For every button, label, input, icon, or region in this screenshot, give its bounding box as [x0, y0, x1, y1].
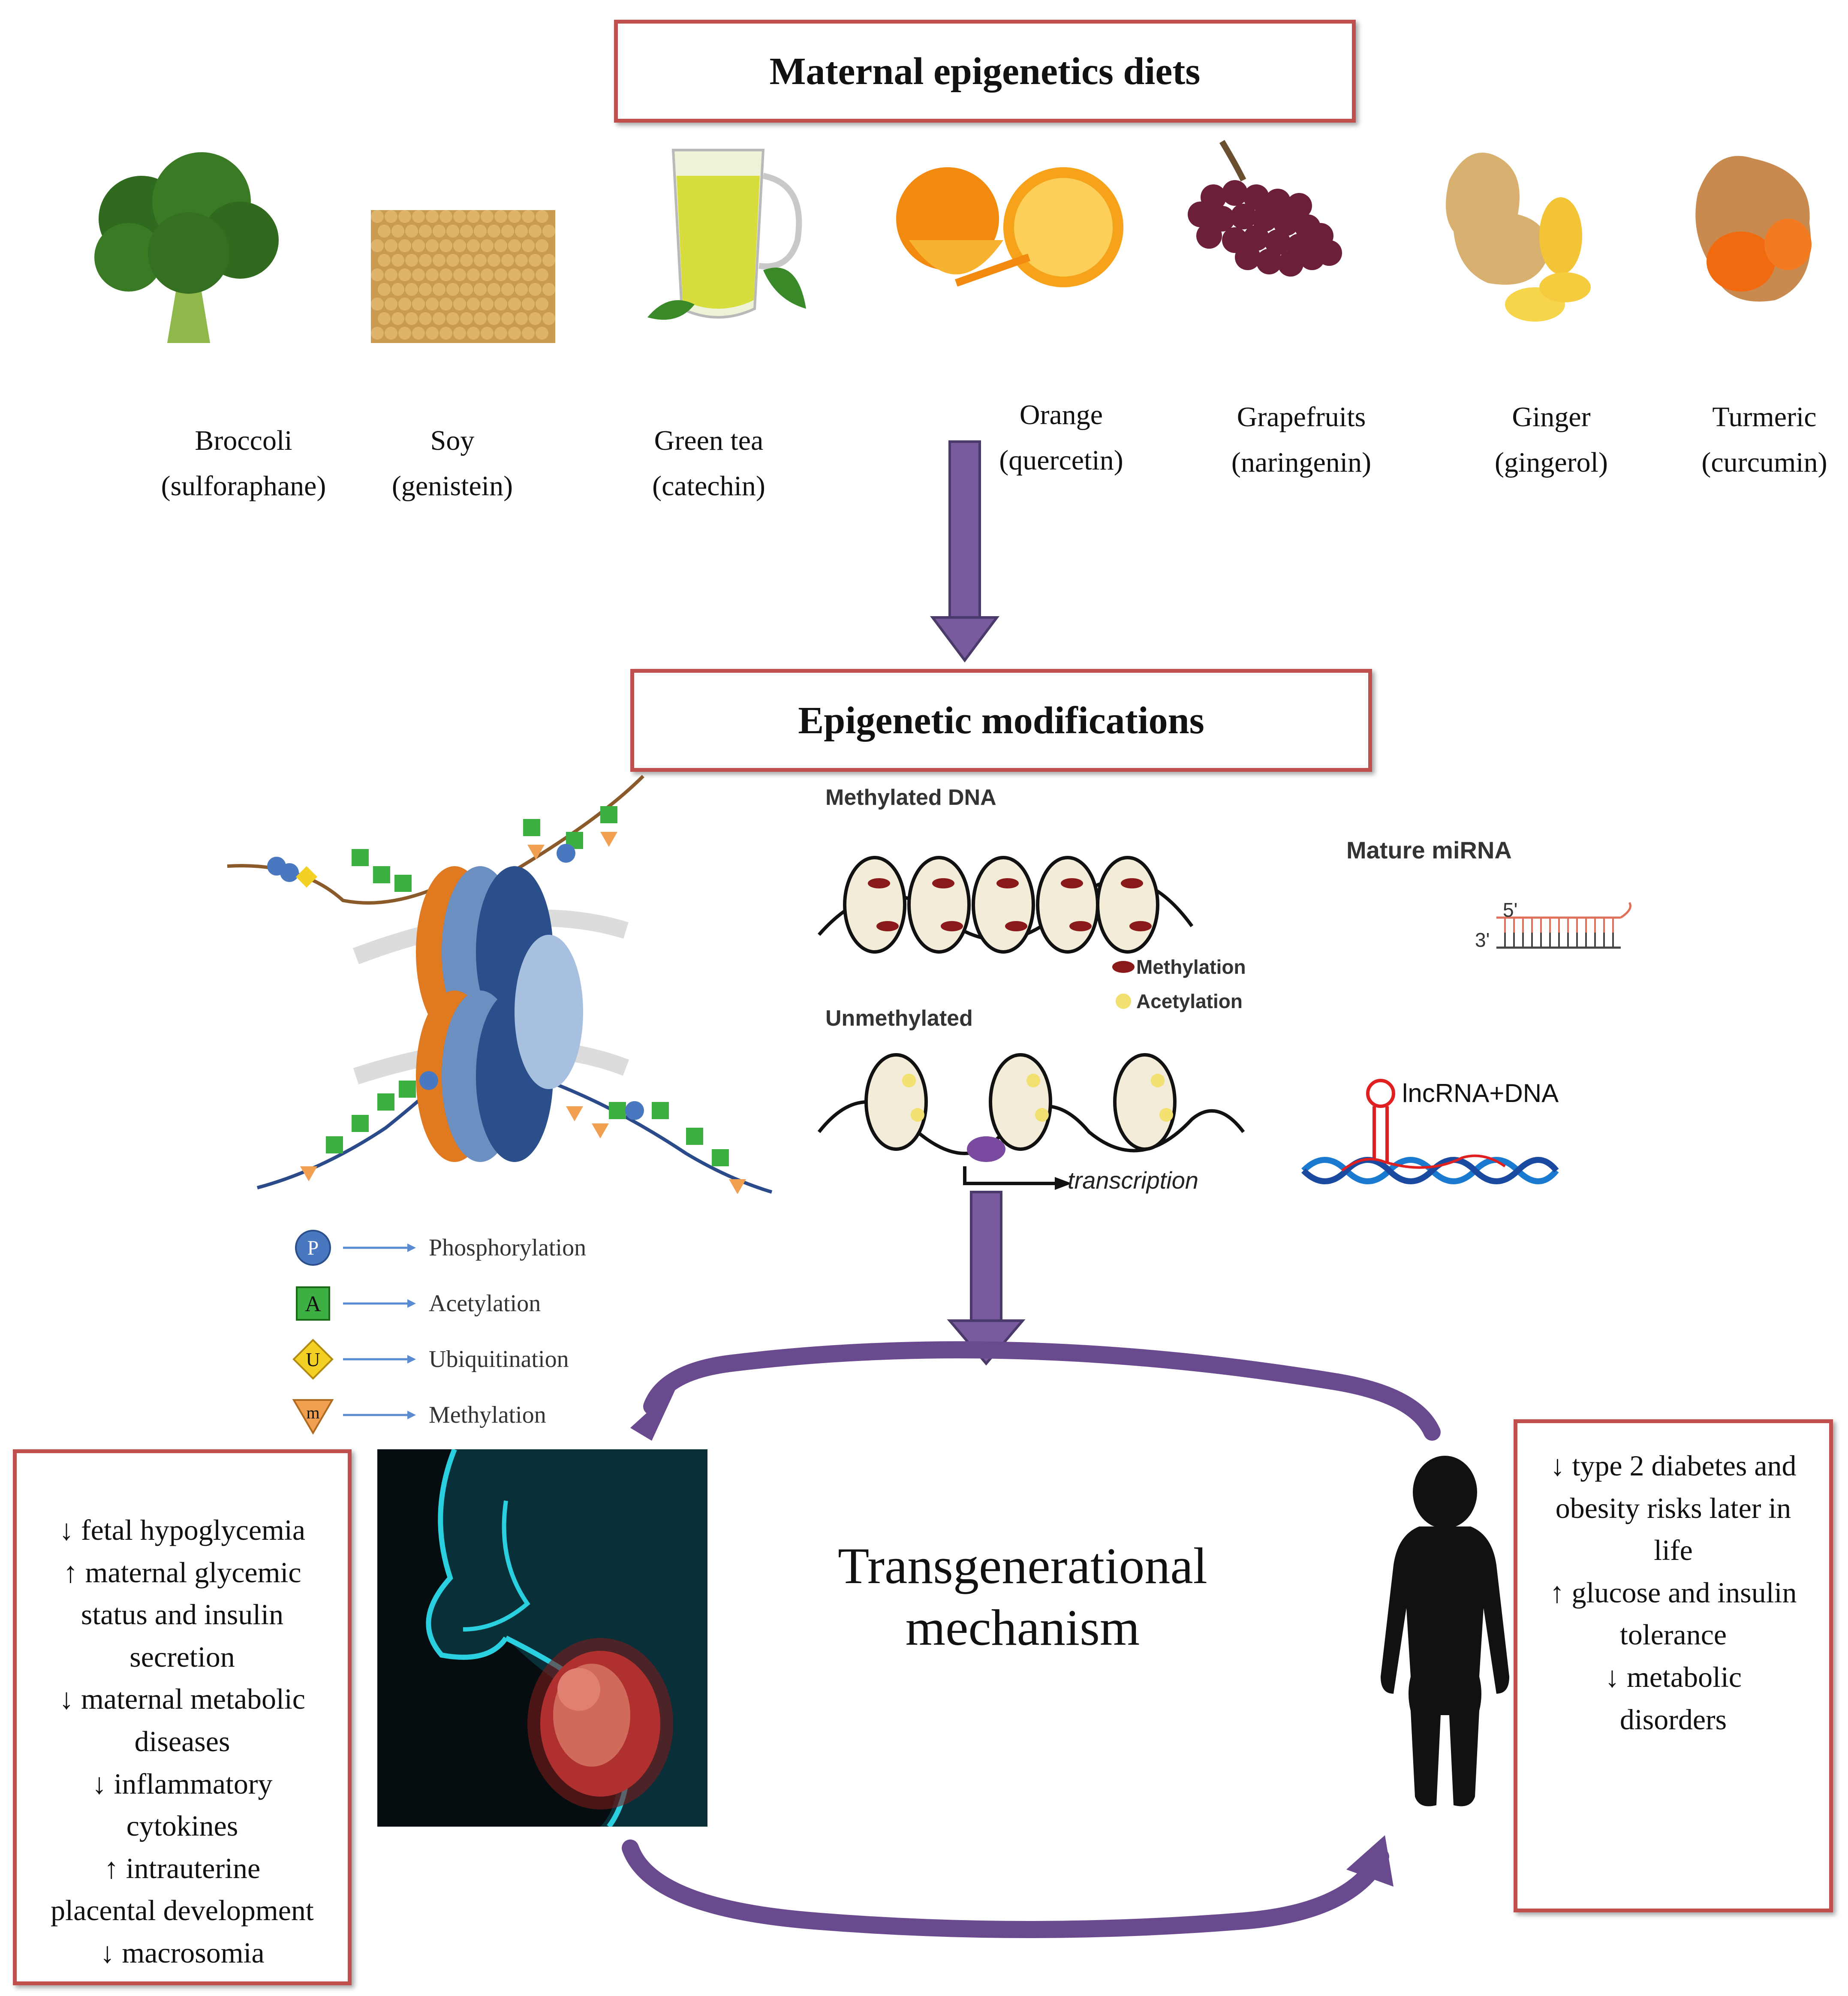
broccoli-image [94, 152, 279, 343]
pregnancy-image [377, 1449, 707, 1827]
food-label-broccoli: Broccoli(sulforaphane) [161, 425, 326, 502]
diets-title-box: Maternal epigenetics diets [614, 20, 1356, 123]
cycle-arrowhead-right [1346, 1835, 1394, 1887]
three-prime-label: 3' [1475, 929, 1490, 951]
food-label-grapefruits: Grapefruits(naringenin) [1231, 401, 1372, 478]
soy-image [371, 210, 555, 343]
maternal-outcome-1: ↓ fetal hypoglycemia [59, 1514, 305, 1546]
mirna-hairpin-icon [1496, 902, 1631, 949]
maternal-outcome-9: ↑ intrauterine [104, 1851, 261, 1885]
svg-text:U: U [306, 1349, 320, 1370]
food-label-ginger: Ginger(gingerol) [1495, 401, 1608, 478]
maternal-outcome-11: ↓ macrosomia [100, 1936, 265, 1969]
svg-text:m: m [306, 1403, 319, 1422]
transcription-label: transcription [1068, 1167, 1199, 1194]
methylated-dna-title: Methylated DNA [825, 785, 996, 810]
turmeric-image [1695, 156, 1812, 302]
maternal-outcome-8: cytokines [126, 1809, 238, 1842]
methylation-icon: m [292, 1399, 416, 1435]
phosphorylation-icon: P [295, 1230, 416, 1266]
arrow-down-2 [947, 1191, 1026, 1366]
maternal-outcome-10: placental development [51, 1894, 314, 1927]
offspring-outcome-4: ↑ glucose and insulin [1550, 1576, 1797, 1609]
acetylation-icon: A [296, 1286, 416, 1321]
methylation-legend-dot [1112, 961, 1135, 973]
food-label-soy: Soy(genistein) [391, 425, 513, 502]
dna-nucleosomes [817, 856, 1245, 1190]
food-label-orange: Orange(quercetin) [999, 399, 1123, 476]
legend-methylation: m Methylation [292, 1394, 546, 1436]
maternal-outcome-6: diseases [134, 1725, 230, 1758]
legend-phosphorylation: P Phosphorylation [292, 1226, 586, 1269]
svg-text:P: P [307, 1237, 319, 1259]
green-tea-image [647, 149, 806, 320]
arrow-down-1 [930, 440, 999, 662]
offspring-outcome-5: tolerance [1619, 1618, 1727, 1651]
offspring-outcome-1: ↓ type 2 diabetes and [1550, 1449, 1797, 1482]
grapes-image [1188, 140, 1342, 277]
lncrna-dna-title: lncRNA+DNA [1402, 1079, 1559, 1108]
food-label-turmeric: Turmeric(curcumin) [1701, 401, 1827, 478]
maternal-outcome-4: secretion [129, 1640, 235, 1673]
offspring-outcome-3: life [1654, 1534, 1693, 1567]
transgenerational-label: Transgenerational mechanism [837, 1537, 1208, 1656]
diets-title: Maternal epigenetics diets [769, 50, 1201, 93]
epigenetic-title: Epigenetic modifications [798, 699, 1204, 742]
mature-mirna-title: Mature miRNA [1346, 837, 1512, 864]
legend-acetylation-text: Acetylation [1136, 990, 1243, 1012]
cycle-arrowhead-left [630, 1385, 677, 1441]
food-images [94, 140, 1812, 343]
food-label-green-tea: Green tea(catechin) [652, 425, 765, 502]
unmethylated-nucleosomes [817, 1053, 1245, 1190]
maternal-outcome-5: ↓ maternal metabolic [59, 1683, 305, 1716]
svg-text:A: A [305, 1292, 321, 1316]
five-prime-label: 5' [1503, 899, 1518, 921]
ubiquitination-icon: U [292, 1339, 416, 1380]
legend-methylation-text: Methylation [1136, 956, 1246, 978]
offspring-outcome-6: ↓ metabolic [1604, 1660, 1742, 1693]
methylated-nucleosomes [817, 856, 1194, 954]
lncrna-helix-icon [1301, 1079, 1559, 1184]
legend-acetylation: A Acetylation [292, 1282, 541, 1325]
modification-markers [267, 806, 746, 1194]
offspring-outcome-2: obesity risks later in [1555, 1491, 1791, 1524]
maternal-outcomes-box: ↓ fetal hypoglycemia ↑ maternal glycemic… [13, 1449, 352, 1985]
legend-ubiquitination: U Ubiquitination [292, 1338, 569, 1381]
offspring-outcomes-box: ↓ type 2 diabetes and obesity risks late… [1514, 1419, 1833, 1912]
maternal-outcome-2: ↑ maternal glycemic [63, 1556, 301, 1589]
child-silhouette-icon [1381, 1456, 1509, 1806]
maternal-outcome-3: status and insulin [81, 1598, 284, 1631]
acetylation-legend-dot [1116, 993, 1131, 1009]
unmethylated-title: Unmethylated [825, 1006, 973, 1031]
maternal-outcome-7: ↓ inflammatory [92, 1767, 273, 1800]
ginger-image [1446, 153, 1591, 322]
orange-image [896, 167, 1123, 287]
cycle-arrows [622, 1341, 1441, 1938]
epigenetic-title-box: Epigenetic modifications [630, 669, 1372, 772]
offspring-outcome-7: disorders [1619, 1703, 1727, 1736]
histone-diagram [227, 775, 773, 1194]
